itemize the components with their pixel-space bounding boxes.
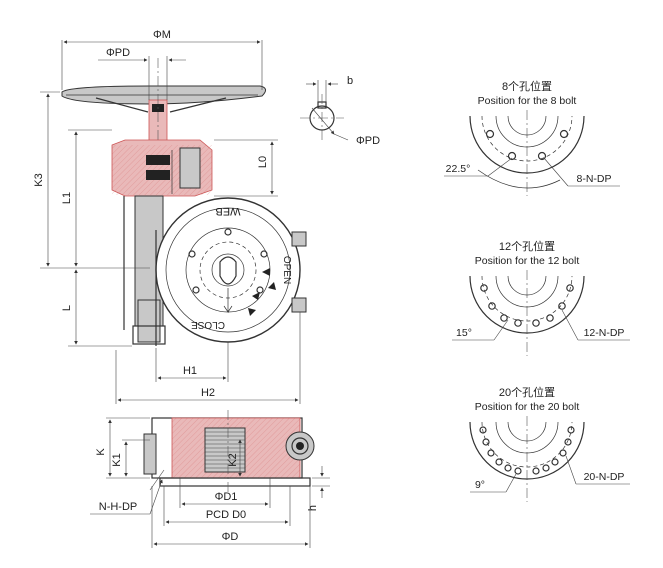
dim-l: L	[61, 305, 73, 311]
bolt8-title-cn: 8个孔位置	[502, 79, 552, 93]
bolt-pattern-20: 20个孔位置 Position for the 20 bolt 9° 20-N-…	[469, 385, 630, 502]
bolt12-title-en: Position for the 12 bolt	[475, 255, 580, 267]
dim-h2: H2	[201, 387, 215, 399]
dim-l0: L0	[257, 156, 269, 168]
dim-h1: H1	[183, 365, 197, 377]
front-view: WEB OPEN CLOSE ΦM ΦPD K3 L1 L L0	[33, 29, 307, 404]
bolt20-title-cn: 20个孔位置	[499, 385, 555, 399]
bolt12-label: 12-N-DP	[584, 327, 625, 339]
dim-phi-pd: ΦPD	[106, 47, 130, 59]
dim-phi-d: ΦD	[222, 531, 239, 543]
section-view: K K1 K2 N-H-DP ΦD1 PCD D0 ΦD h	[90, 410, 330, 548]
web-label: WEB	[215, 205, 240, 217]
dim-k3: K3	[33, 173, 45, 186]
dim-l1: L1	[61, 192, 73, 204]
bolt8-label: 8-N-DP	[576, 173, 611, 185]
dim-k2: K2	[227, 453, 239, 466]
bolt-pattern-8: 8个孔位置 Position for the 8 bolt 22.5° 8-N-…	[444, 79, 620, 196]
bolt8-title-en: Position for the 8 bolt	[478, 95, 577, 107]
bolt20-title-en: Position for the 20 bolt	[475, 401, 580, 413]
dim-k: K	[95, 448, 107, 456]
close-label: CLOSE	[191, 319, 225, 330]
bolt12-title-cn: 12个孔位置	[499, 239, 555, 253]
dim-k1: K1	[111, 453, 123, 466]
keyway-phi-pd: ΦPD	[356, 135, 380, 147]
bolt20-angle: 9°	[475, 479, 485, 491]
open-label: OPEN	[281, 256, 292, 284]
dim-phi-d1: ΦD1	[215, 491, 238, 503]
bolt-pattern-12: 12个孔位置 Position for the 12 bolt 15° 12-N…	[452, 239, 630, 356]
keyway-detail: b ΦPD	[300, 75, 380, 147]
dim-phi-m: ΦM	[153, 29, 171, 41]
bolt8-angle: 22.5°	[446, 163, 471, 175]
bolt20-label: 20-N-DP	[584, 471, 625, 483]
dim-n-h-dp: N-H-DP	[99, 501, 138, 513]
actuator-body	[155, 197, 301, 343]
bolt12-angle: 15°	[456, 327, 472, 339]
dim-pcd-d0: PCD D0	[206, 509, 246, 521]
dim-h: h	[307, 505, 319, 511]
keyway-b: b	[347, 75, 353, 87]
